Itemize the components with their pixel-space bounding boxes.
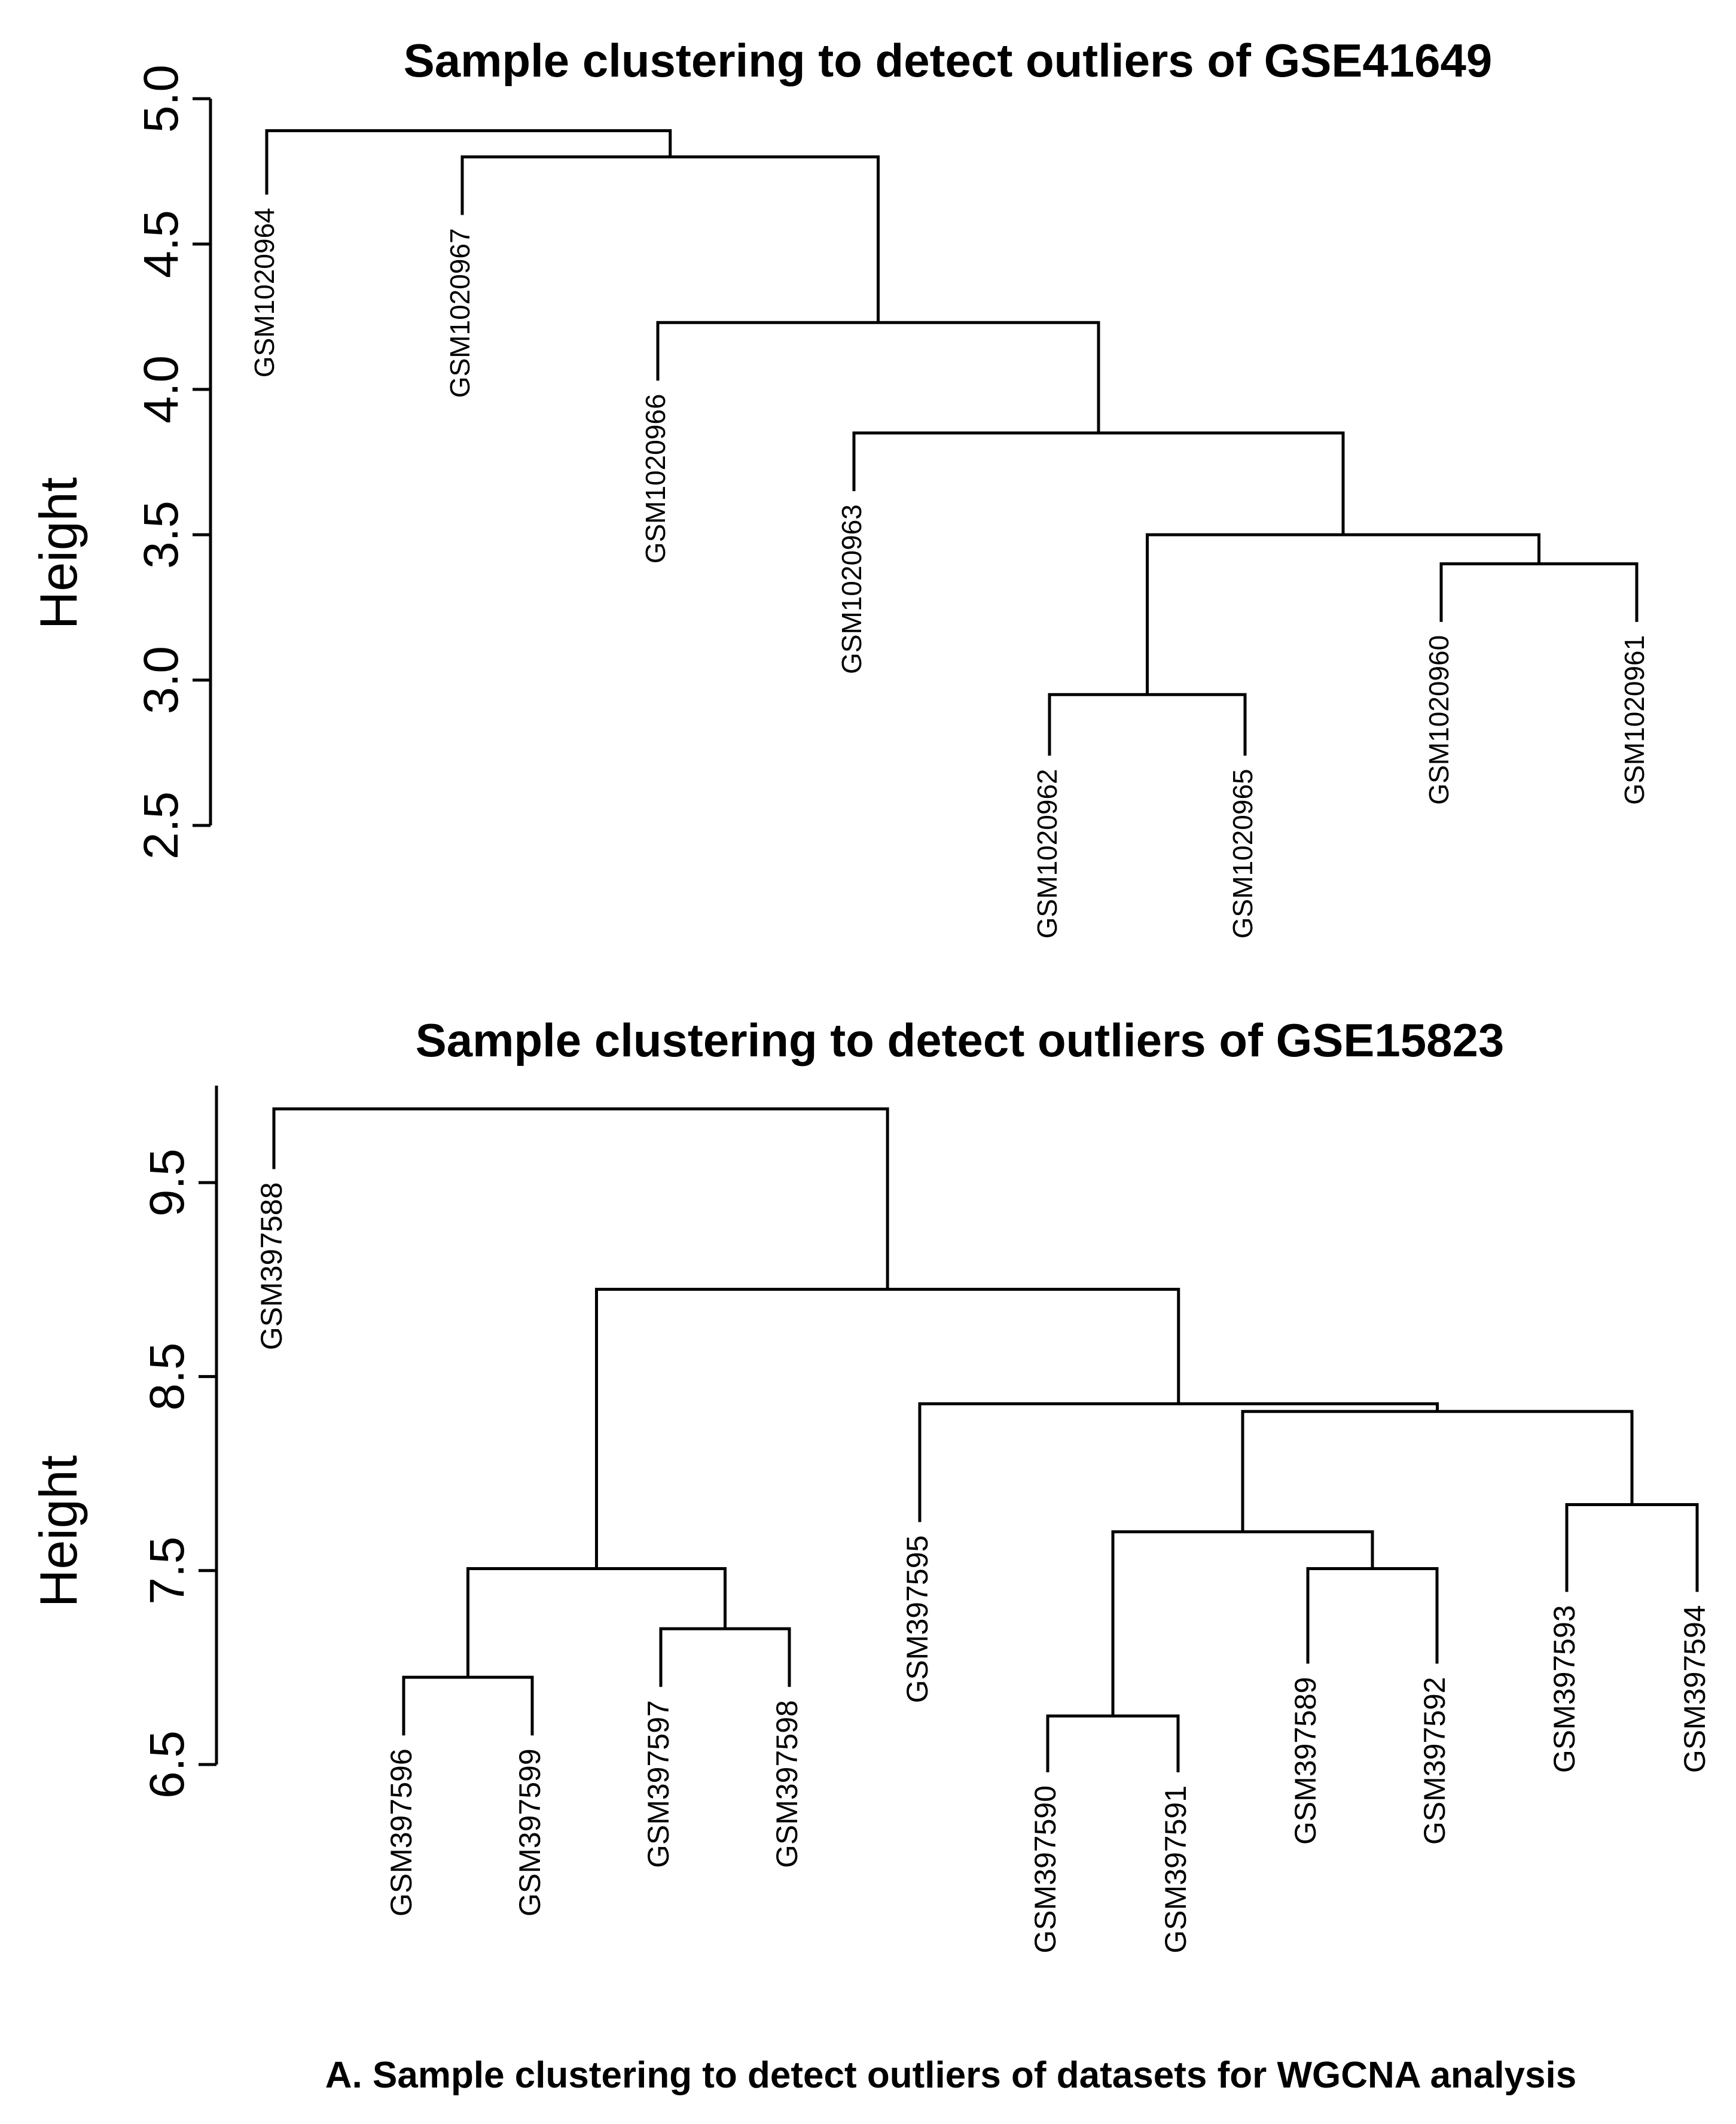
leaf-label: GSM1020965 — [1227, 769, 1258, 938]
y-tick-label: 3.0 — [134, 646, 188, 714]
leaf-label: GSM397598 — [770, 1700, 804, 1868]
dendrogram-branch — [1306, 1567, 1439, 1664]
leaf-label: GSM1020962 — [1032, 769, 1063, 938]
dendrogram-branch — [265, 129, 672, 195]
dendrogram-branch — [595, 1288, 1180, 1569]
dendrogram-branch — [1565, 1503, 1699, 1592]
leaf-label: GSM397592 — [1418, 1677, 1451, 1845]
leaf-label: GSM397595 — [901, 1535, 934, 1704]
leaf-label: GSM1020964 — [249, 208, 280, 377]
y-axis-title: Height — [29, 477, 88, 629]
leaf-label: GSM397589 — [1289, 1677, 1322, 1845]
y-tick-label: 4.5 — [134, 210, 188, 278]
leaf-label: GSM397597 — [642, 1700, 675, 1868]
panel-title: Sample clustering to detect outliers of … — [416, 1014, 1505, 1066]
y-tick-label: 9.5 — [140, 1148, 194, 1217]
y-tick-label: 5.0 — [134, 65, 188, 133]
dendrogram-branch — [1111, 1530, 1374, 1716]
leaf-label: GSM397591 — [1159, 1785, 1192, 1954]
dendrogram-branch — [402, 1675, 534, 1736]
leaf-label: GSM397593 — [1548, 1605, 1581, 1773]
leaf-label: GSM397590 — [1029, 1785, 1062, 1954]
y-tick-label: 6.5 — [140, 1730, 194, 1799]
leaf-label: GSM1020967 — [444, 228, 475, 398]
dendrogram-branch — [659, 1627, 791, 1687]
dendrogram-branches — [265, 129, 1639, 756]
leaf-labels: GSM1020964 GSM1020967GSM1020966GSM1020963… — [249, 208, 1650, 938]
leaf-label: GSM397599 — [513, 1748, 547, 1916]
y-ticks: 6.5 7.5 8.5 9.5 — [140, 1148, 216, 1799]
y-tick-label: 4.0 — [134, 355, 188, 423]
panel-title: Sample clustering to detect outliers of … — [404, 34, 1493, 87]
dendrogram-branch — [656, 321, 1100, 433]
dendrogram-branch — [1439, 562, 1639, 622]
y-tick-label: 3.5 — [134, 501, 188, 569]
y-ticks: 2.5 3.0 3.5 4.0 4.5 5.0 — [134, 65, 210, 860]
dendrogram-panel-gse41649: Sample clustering to detect outliers of … — [29, 34, 1650, 938]
leaf-label: GSM397596 — [385, 1748, 418, 1916]
dendrogram-branch — [1241, 1410, 1634, 1532]
y-tick-label: 8.5 — [140, 1342, 194, 1410]
leaf-label: GSM1020960 — [1423, 635, 1454, 805]
y-tick-label: 7.5 — [140, 1537, 194, 1605]
leaf-label: GSM1020963 — [836, 504, 867, 674]
leaf-label: GSM397588 — [255, 1182, 288, 1350]
y-axis-title: Height — [29, 1455, 88, 1607]
dendrogram-branches — [272, 1107, 1699, 1772]
dendrogram-branch — [272, 1107, 889, 1290]
y-tick-label: 2.5 — [134, 791, 188, 860]
leaf-label: GSM397594 — [1678, 1605, 1711, 1773]
dendrogram-branch — [466, 1567, 727, 1678]
dendrogram-panel-gse15823: Sample clustering to detect outliers of … — [29, 1014, 1711, 1954]
figure-caption: A. Sample clustering to detect outliers … — [325, 2055, 1576, 2096]
leaf-label: GSM1020961 — [1619, 635, 1650, 805]
dendrogram-branch — [460, 155, 880, 323]
dendrogram-branch — [852, 431, 1345, 535]
dendrogram-branch — [1048, 693, 1247, 756]
dendrogram-branch — [1046, 1714, 1180, 1772]
leaf-label: GSM1020966 — [640, 394, 671, 563]
dendrogram-branch — [918, 1402, 1439, 1522]
dendrogram-branch — [1146, 533, 1540, 695]
